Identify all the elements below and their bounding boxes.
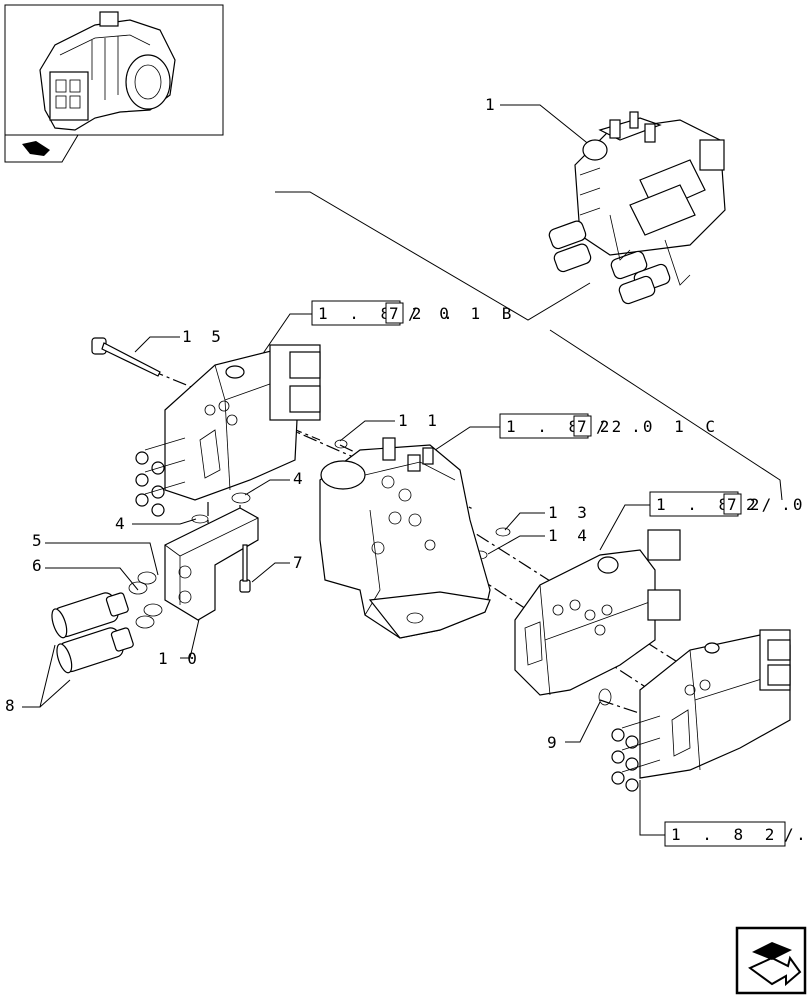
ref-3-prefix: 1 . 8 2 . (656, 495, 797, 514)
ref-1-suffix: / 0 1 B (408, 304, 517, 323)
callout-labels: 1 1 5 1 1 4 4 5 6 7 1 3 1 4 1 0 8 9 (5, 95, 592, 752)
callout-7: 7 (293, 553, 308, 572)
right-valve-section[interactable] (514, 529, 681, 696)
callout-9: 9 (547, 733, 562, 752)
callout-1: 1 (485, 95, 500, 114)
ref-1-box: 7 (389, 304, 405, 323)
control-valve-assembly[interactable] (548, 111, 726, 305)
ref-4-suffix: / 0 (784, 825, 812, 844)
reference-box-1[interactable]: 1 . 8 2 . 7 / 0 1 B (311, 300, 517, 326)
leader-lines (22, 104, 783, 836)
left-section-ports (135, 437, 186, 517)
callout-11: 1 1 (398, 411, 442, 430)
quick-coupler-group-left (548, 220, 592, 273)
reference-box-3[interactable]: 1 . 8 2 . 7 2/ 0 (649, 491, 809, 517)
mounting-screw[interactable] (239, 544, 251, 593)
adapter-block[interactable] (164, 507, 259, 621)
callout-15: 1 5 (182, 327, 226, 346)
quick-couplers[interactable] (49, 587, 136, 674)
callout-6: 6 (32, 556, 47, 575)
callout-14: 1 4 (548, 526, 592, 545)
callout-13: 1 3 (548, 503, 592, 522)
tractor-transmission-thumbnail-icon (39, 11, 176, 131)
tie-bolt[interactable] (91, 337, 161, 377)
ref-2-box: 7 (577, 417, 593, 436)
o-rings (128, 439, 612, 706)
ref-1-prefix: 1 . 8 2 . (318, 304, 459, 323)
thumbnail-frame[interactable] (4, 4, 224, 163)
reference-box-2[interactable]: 1 . 8 2 . 7 /2 0 1 C (499, 413, 721, 439)
end-valve-section[interactable] (611, 629, 791, 792)
book-glyph (22, 141, 50, 156)
left-valve-section[interactable] (135, 344, 321, 517)
next-page-arrow-icon[interactable] (735, 926, 807, 995)
callout-10: 1 0 (158, 649, 202, 668)
ref-2-suffix: /2 0 1 C (596, 417, 721, 436)
ref-3-box: 7 (727, 495, 743, 514)
end-section-ports (611, 715, 661, 792)
callout-4-upper: 4 (293, 469, 308, 488)
quick-coupler-group-right (610, 250, 671, 305)
ref-4-prefix: 1 . 8 2 . 7 (671, 825, 812, 844)
ref-2-prefix: 1 . 8 2 . (506, 417, 647, 436)
callout-5: 5 (32, 531, 47, 550)
reference-box-4[interactable]: 1 . 8 2 . 7 / 0 (664, 821, 812, 847)
callout-4-lower: 4 (115, 514, 130, 533)
ref-3-suffix: 2/ 0 (746, 495, 809, 514)
inlet-body[interactable] (319, 437, 491, 639)
callout-8: 8 (5, 696, 20, 715)
